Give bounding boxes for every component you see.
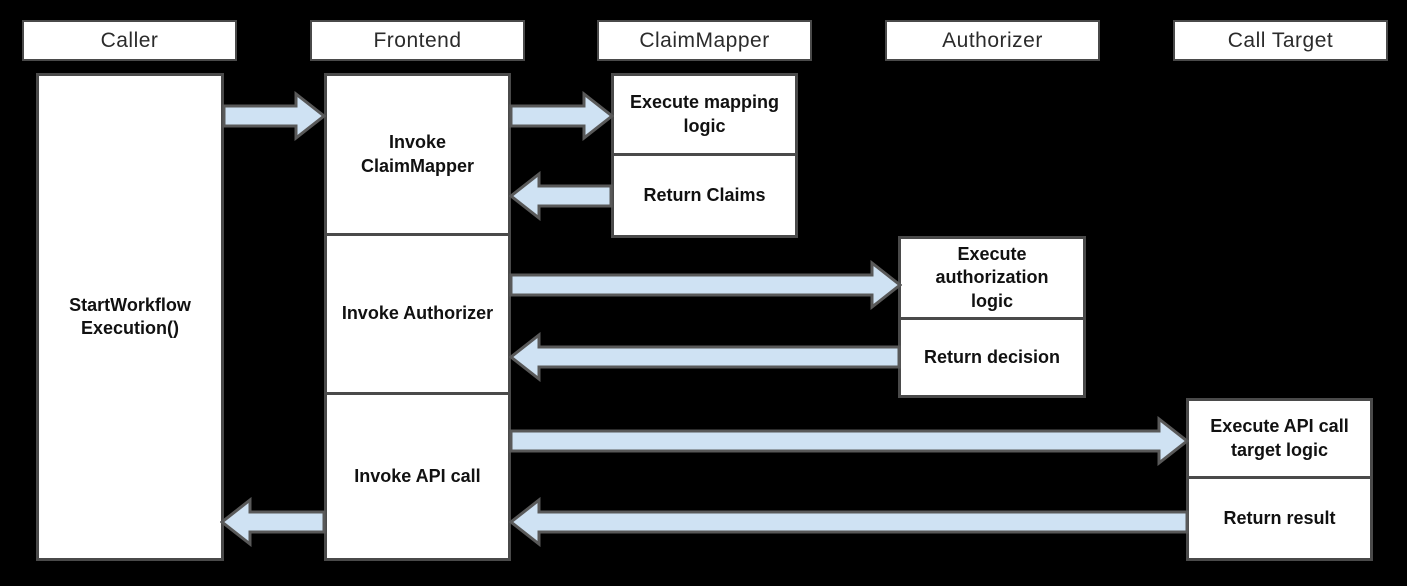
arrow-frontend-to-authorizer [509,260,902,310]
lifeline-header-claimmapper: ClaimMapper [597,20,812,61]
arrow-claimmapper-return [509,171,613,221]
arrow-calltarget-return [509,497,1189,547]
lifeline-header-calltarget: Call Target [1173,20,1388,61]
arrow-frontend-to-caller-return [220,497,326,547]
claimmapper-box: Execute mapping logic Return Claims [611,73,798,238]
calltarget-box: Execute API call target logic Return res… [1186,398,1373,561]
lifeline-header-frontend: Frontend [310,20,525,61]
frontend-section-invoke-claimmapper: Invoke ClaimMapper [360,132,475,176]
authorizer-execute-cell: Execute authorization logic [935,244,1049,311]
lifeline-header-authorizer: Authorizer [885,20,1100,61]
calltarget-return-cell: Return result [1189,476,1370,558]
authorizer-box: Execute authorization logic Return decis… [898,236,1086,398]
frontend-section-invoke-api-call: Invoke API call [327,392,508,558]
authorizer-return-cell: Return decision [901,317,1083,395]
arrow-frontend-to-claimmapper [509,91,614,141]
lifeline-header-caller: Caller [22,20,237,61]
caller-activation-label: StartWorkflow Execution() [69,294,191,338]
arrow-caller-to-frontend [222,91,326,141]
calltarget-execute-cell: Execute API call target logic [1210,416,1349,460]
frontend-section-invoke-authorizer: Invoke Authorizer [327,233,508,392]
claimmapper-return-cell: Return Claims [614,153,795,235]
frontend-activation-box: Invoke ClaimMapper Invoke Authorizer Inv… [324,73,511,561]
arrow-authorizer-return [509,332,901,382]
claimmapper-execute-cell: Execute mapping logic [629,92,780,136]
arrow-frontend-to-calltarget [509,416,1189,466]
caller-activation-box: StartWorkflow Execution() [36,73,224,561]
